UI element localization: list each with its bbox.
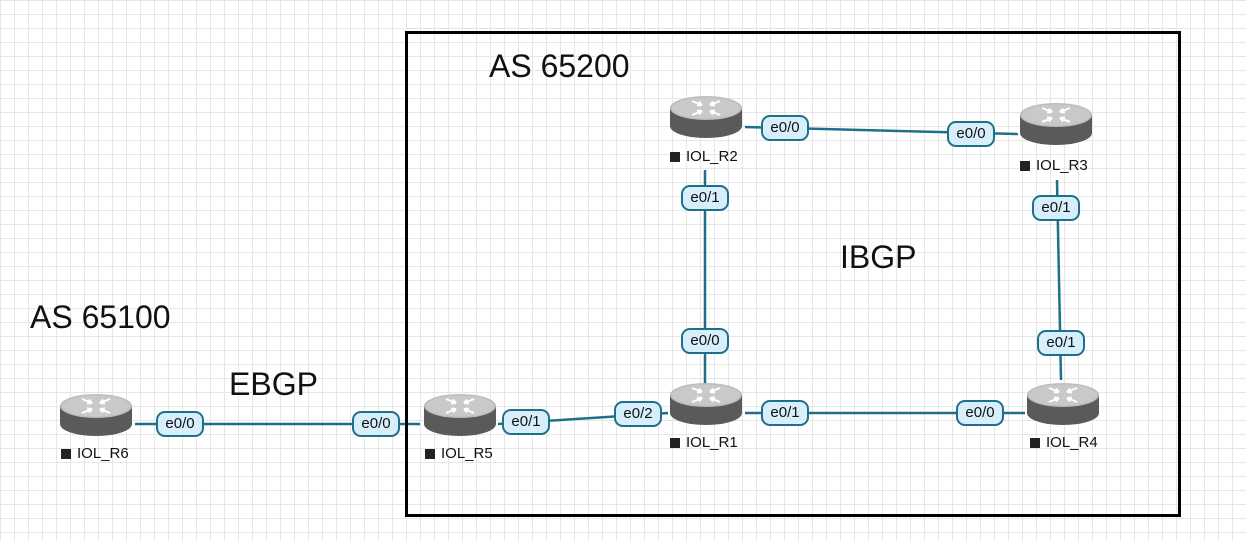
router-iol-r4[interactable] <box>1025 377 1101 427</box>
port-r2-e0-0[interactable]: e0/0 <box>761 115 809 141</box>
ibgp-label: IBGP <box>840 239 917 275</box>
router-icon <box>424 394 496 436</box>
port-r3-e0-1[interactable]: e0/1 <box>1032 195 1080 221</box>
port-r1-e0-0[interactable]: e0/0 <box>681 328 729 354</box>
as-65100-label: AS 65100 <box>30 299 171 335</box>
port-r3-e0-0[interactable]: e0/0 <box>947 121 995 147</box>
port-r1-e0-2[interactable]: e0/2 <box>614 401 662 427</box>
router-iol-r2[interactable] <box>668 90 744 140</box>
status-square-icon <box>670 151 680 162</box>
router-icon <box>1027 383 1099 425</box>
router-label-r4: IOL_R4 <box>1030 435 1098 450</box>
router-label-r1: IOL_R1 <box>670 435 738 450</box>
port-r6-e0-0[interactable]: e0/0 <box>156 411 204 437</box>
router-name: IOL_R6 <box>77 445 129 462</box>
router-icon <box>1020 103 1092 145</box>
router-iol-r1[interactable] <box>668 377 744 427</box>
port-r5-e0-1[interactable]: e0/1 <box>502 409 550 435</box>
port-r4-e0-0[interactable]: e0/0 <box>956 400 1004 426</box>
router-iol-r6[interactable] <box>58 388 134 438</box>
port-r1-e0-1[interactable]: e0/1 <box>761 400 809 426</box>
router-icon <box>670 383 742 425</box>
router-label-r2: IOL_R2 <box>670 149 738 164</box>
status-square-icon <box>670 437 680 448</box>
router-icon <box>670 96 742 138</box>
status-square-icon <box>425 448 435 459</box>
port-r4-e0-1[interactable]: e0/1 <box>1037 330 1085 356</box>
status-square-icon <box>61 448 71 459</box>
router-icon <box>60 394 132 436</box>
port-r5-e0-0[interactable]: e0/0 <box>352 411 400 437</box>
ebgp-label: EBGP <box>229 366 318 402</box>
router-label-r3: IOL_R3 <box>1020 158 1088 173</box>
router-name: IOL_R1 <box>686 434 738 451</box>
as-65200-boundary <box>405 31 1181 517</box>
router-label-r5: IOL_R5 <box>425 446 493 461</box>
router-name: IOL_R4 <box>1046 434 1098 451</box>
as-65200-label: AS 65200 <box>489 48 630 84</box>
status-square-icon <box>1030 437 1040 448</box>
port-r2-e0-1[interactable]: e0/1 <box>681 185 729 211</box>
router-name: IOL_R3 <box>1036 157 1088 174</box>
router-iol-r5[interactable] <box>422 388 498 438</box>
router-name: IOL_R5 <box>441 445 493 462</box>
status-square-icon <box>1020 160 1030 171</box>
router-name: IOL_R2 <box>686 148 738 165</box>
router-label-r6: IOL_R6 <box>61 446 129 461</box>
router-iol-r3[interactable] <box>1018 97 1094 147</box>
